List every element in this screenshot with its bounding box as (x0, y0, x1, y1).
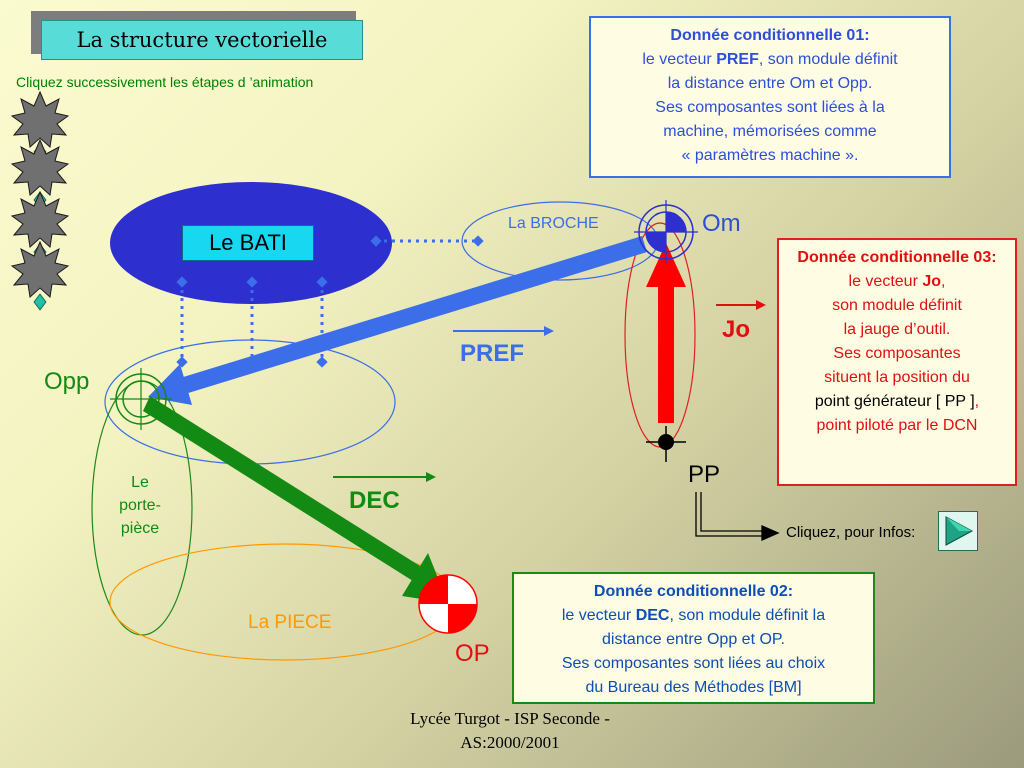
animation-instruction: Cliquez successivement les étapes d ’ani… (16, 74, 314, 90)
note3-line1-bold: Jo (922, 273, 942, 290)
page-title: La structure vectorielle (41, 20, 363, 60)
animation-step-button-4[interactable] (11, 241, 69, 311)
note2-line1: le vecteur DEC, son module définit la (514, 604, 873, 628)
note2-line2: distance entre Opp et OP. (602, 631, 785, 648)
note1-line1-pre: le vecteur (642, 51, 717, 68)
note3-line2: son module définit (832, 297, 962, 314)
piece-label: La PIECE (248, 612, 332, 633)
note3-line6: point générateur [ PP ], (779, 390, 1015, 414)
info-play-button[interactable] (938, 511, 978, 551)
note3-heading: Donnée conditionnelle 03: (797, 249, 997, 266)
om-point-icon (634, 200, 698, 264)
note2-heading: Donnée conditionnelle 02: (593, 583, 794, 600)
bati-label: Le BATI (182, 225, 314, 261)
porte-piece-label-line2: porte- (119, 497, 161, 514)
dec-indicator-arrow (333, 472, 436, 482)
op-point-icon (418, 574, 478, 634)
porte-piece-label-line3: pièce (120, 520, 160, 537)
note2-line1-pre: le vecteur (561, 607, 636, 624)
note3-line1-pre: le vecteur (848, 273, 923, 290)
note1-line4: machine, mémorisées comme (663, 123, 877, 140)
note1-line1: le vecteur PREF, son module définit (591, 48, 949, 72)
jo-indicator-arrow (716, 300, 766, 310)
play-icon (945, 516, 974, 546)
note3-line4: Ses composantes (833, 345, 961, 362)
broche-label: La BROCHE (508, 215, 599, 232)
note3-line3: la jauge d’outil. (843, 321, 951, 338)
note1-line3: Ses composantes sont liées à la (655, 99, 885, 116)
note3-line1: le vecteur Jo, (779, 270, 1015, 294)
note3-line6-black: point générateur [ PP ] (814, 393, 975, 410)
pp-label: PP (688, 461, 721, 488)
note-conditional-data-02: Donnée conditionnelle 02: le vecteur DEC… (512, 572, 875, 704)
dec-vector (143, 396, 448, 603)
note1-line1-bold: PREF (716, 51, 759, 68)
footer-line2: AS:2000/2001 (460, 733, 560, 752)
opp-label: Opp (44, 368, 90, 395)
porte-piece-label-line1: Le (131, 474, 149, 491)
opp-point-icon (110, 368, 172, 430)
footer: Lycée Turgot - ISP Seconde - AS:2000/200… (380, 707, 640, 755)
note2-line1-post: , son module définit la (669, 607, 826, 624)
footer-line1: Lycée Turgot - ISP Seconde - (410, 709, 610, 728)
note2-line1-bold: DEC (635, 607, 670, 624)
note3-line1-post: , (941, 273, 946, 290)
note3-line6-post: , (974, 393, 980, 410)
pp-point-icon (646, 426, 686, 462)
note3-line7: point piloté par le DCN (816, 417, 978, 434)
info-connector-arrow (695, 492, 780, 541)
infos-label: Cliquez, pour Infos: (786, 524, 916, 541)
note1-line1-post: , son module définit (758, 51, 898, 68)
dec-label: DEC (349, 487, 400, 514)
jo-vector (646, 243, 686, 423)
op-label: OP (455, 640, 490, 667)
note-conditional-data-03: Donnée conditionnelle 03: le vecteur Jo,… (777, 238, 1017, 486)
pref-indicator-arrow (453, 326, 554, 336)
note3-line5: situent la position du (824, 369, 970, 386)
pref-label: PREF (460, 340, 525, 367)
note1-heading: Donnée conditionnelle 01: (670, 27, 870, 44)
om-label: Om (702, 210, 741, 237)
note2-line4: du Bureau des Méthodes [BM] (585, 679, 802, 696)
jo-label: Jo (722, 316, 751, 343)
note2-line3: Ses composantes sont liées au choix (561, 655, 826, 672)
note1-line2: la distance entre Om et Opp. (667, 75, 873, 92)
note-conditional-data-01: Donnée conditionnelle 01: le vecteur PRE… (589, 16, 951, 178)
porte-piece-label: Le porte- pièce (110, 471, 170, 540)
note1-line5: « paramètres machine ». (681, 147, 859, 164)
